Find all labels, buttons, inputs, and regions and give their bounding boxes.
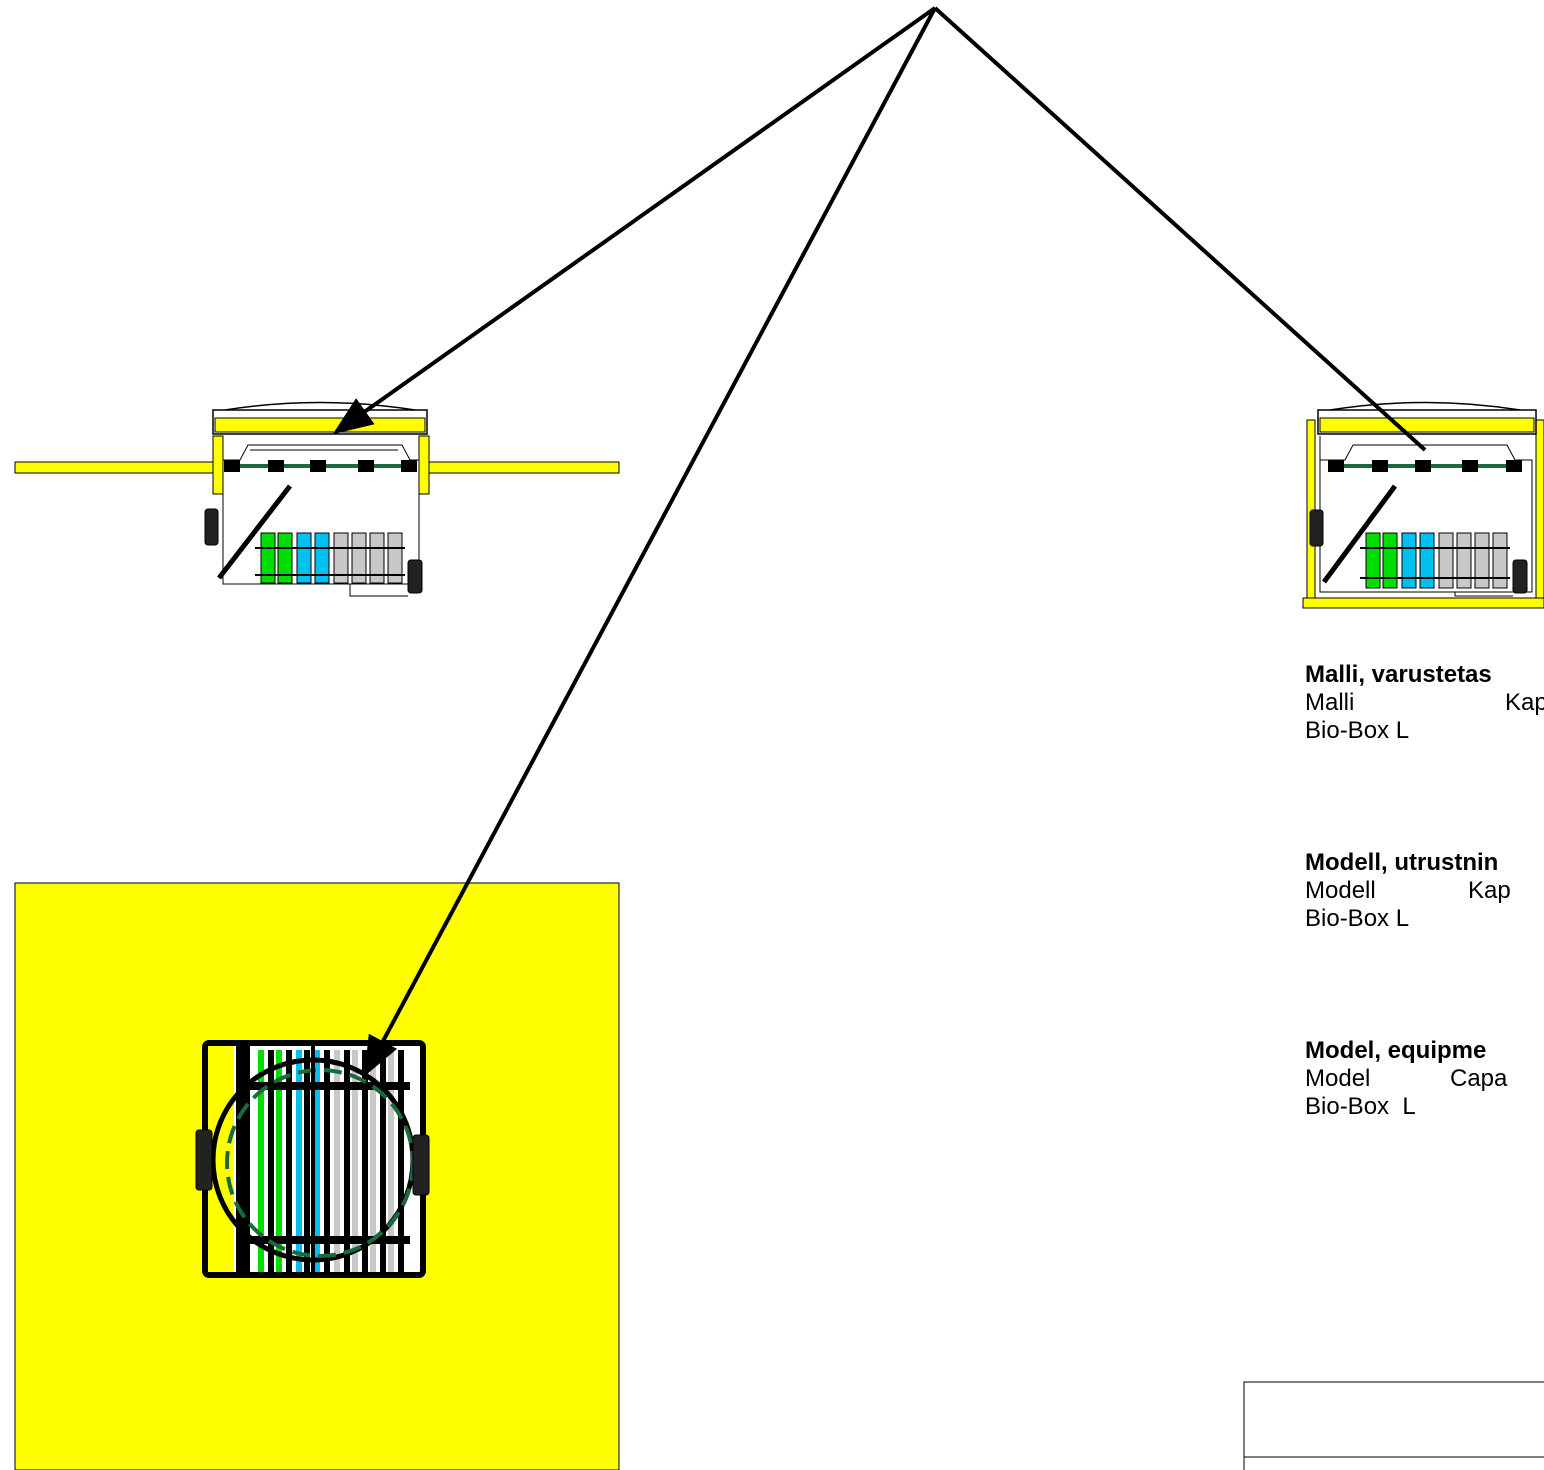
- spec-col-capacity: Kap: [1505, 689, 1544, 716]
- spec-model-value: Bio-Box L: [1305, 905, 1410, 932]
- line-to-cabinet-view: [933, 6, 1427, 452]
- spec-block-finnish: Malli, varustetas Malli Kap Bio-Box L: [1305, 661, 1544, 745]
- spec-col-model: Malli: [1305, 689, 1355, 716]
- spec-title: Malli, varustetas: [1305, 661, 1492, 688]
- spec-title: Modell, utrustnin: [1305, 849, 1499, 876]
- spec-col-model: Modell: [1305, 877, 1376, 904]
- side-view-left: [14, 401, 620, 597]
- top-view: [14, 882, 620, 1470]
- arrow-to-side-view: [332, 6, 937, 435]
- spec-col-capacity: Kap: [1468, 877, 1511, 904]
- title-block: [1243, 1381, 1544, 1470]
- spec-title: Model, equipme: [1305, 1037, 1487, 1064]
- spec-model-value: Bio-Box L: [1305, 717, 1410, 744]
- spec-block-swedish: Modell, utrustnin Modell Kap Bio-Box L: [1305, 849, 1544, 933]
- spec-model-value: Bio-Box L: [1305, 1093, 1416, 1120]
- side-view-right: [1302, 401, 1544, 609]
- arrow-to-top-view: [364, 7, 937, 1077]
- callout-arrows: [332, 6, 1427, 1077]
- spec-col-model: Model: [1305, 1065, 1371, 1092]
- spec-col-capacity: Capa: [1450, 1065, 1508, 1092]
- spec-block-english: Model, equipme Model Capa Bio-Box L: [1305, 1037, 1544, 1121]
